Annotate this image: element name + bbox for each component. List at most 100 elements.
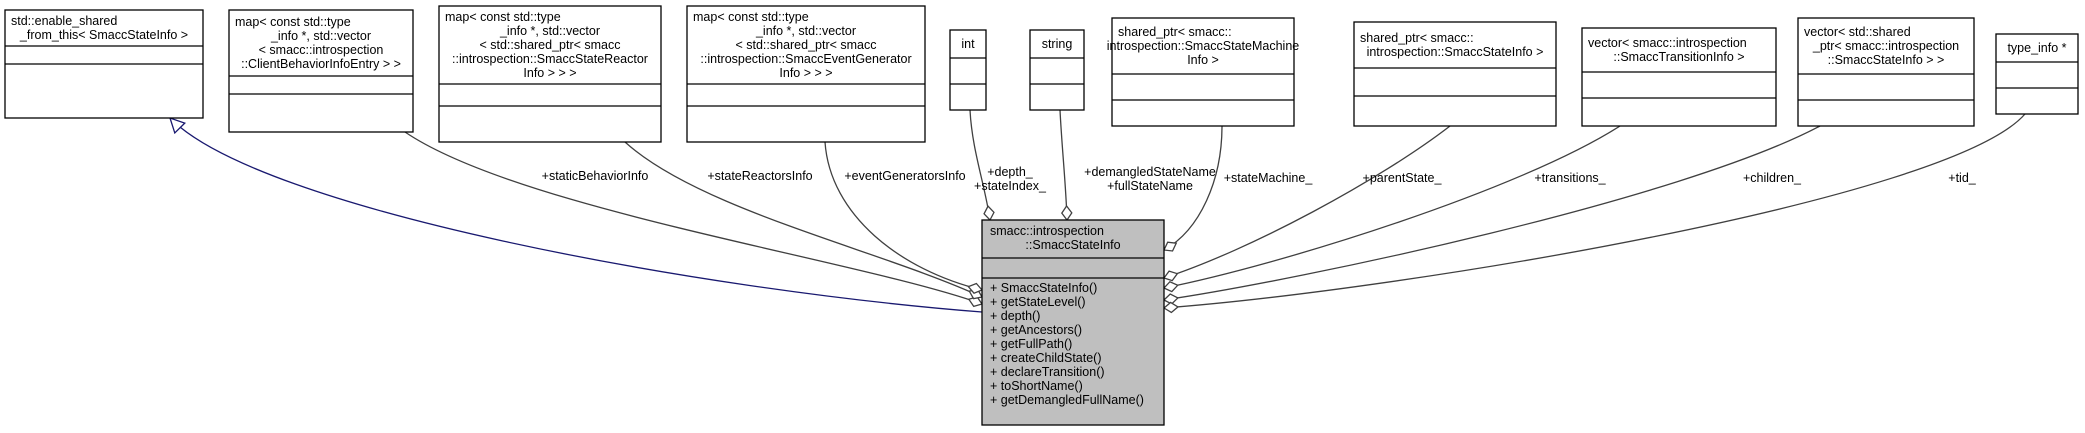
- class-name-line: < smacc::introspection: [259, 43, 384, 57]
- edge-label: +tid_: [1948, 171, 1977, 185]
- class-box-string: string: [1029, 29, 1085, 111]
- class-name-line: < std::shared_ptr< smacc: [479, 38, 620, 52]
- class-box-frame: [438, 5, 662, 143]
- aggregation-diamond: [1162, 270, 1179, 282]
- class-box-tid: type_info *: [1995, 33, 2079, 115]
- class-name-line: int: [961, 37, 975, 51]
- edge-label: +transitions_: [1534, 171, 1606, 185]
- aggregation-edge: [824, 141, 983, 291]
- method-item: + getFullPath(): [990, 337, 1072, 351]
- aggregation-edge: [404, 131, 983, 305]
- class-box-event_generators: map< const std::type_info *, std::vector…: [686, 5, 926, 143]
- aggregation-diamond: [1162, 293, 1179, 305]
- class-name-line: map< const std::type: [235, 15, 351, 29]
- edge-event_generators: [824, 141, 984, 294]
- class-name-line: Info > > >: [779, 66, 832, 80]
- inheritance-edge: [169, 117, 983, 313]
- class-box-main: smacc::introspection::SmaccStateInfo+ Sm…: [981, 219, 1165, 426]
- aggregation-edge: [624, 141, 983, 298]
- class-name-line: introspection::SmaccStateInfo >: [1367, 45, 1544, 59]
- edge-tid: [1162, 113, 2026, 314]
- class-name-line: shared_ptr< smacc::: [1360, 31, 1474, 45]
- class-name-line: introspection::SmaccStateMachine: [1107, 39, 1300, 53]
- edge-label: +eventGeneratorsInfo: [844, 169, 965, 183]
- edge-string: [1059, 109, 1073, 222]
- class-name-line: vector< std::shared: [1804, 25, 1911, 39]
- edge-transitions: [1162, 125, 1621, 293]
- method-item: + SmaccStateInfo(): [990, 281, 1097, 295]
- edge-label: +stateReactorsInfo: [707, 169, 812, 183]
- class-box-static_behavior: map< const std::type_info *, std::vector…: [228, 9, 414, 133]
- edges-layer: [168, 109, 2026, 314]
- class-box-frame: [1581, 27, 1777, 127]
- class-box-enable_shared: std::enable_shared_from_this< SmaccState…: [4, 9, 204, 119]
- edge-state_machine: [1163, 125, 1223, 252]
- method-item: + declareTransition(): [990, 365, 1105, 379]
- aggregation-diamond: [983, 205, 995, 222]
- class-box-frame: [949, 29, 987, 111]
- class-name-line: map< const std::type: [693, 10, 809, 24]
- aggregation-edge: [1163, 113, 2026, 309]
- class-name-line: _from_this< SmaccStateInfo >: [19, 28, 188, 42]
- edge-label: +stateMachine_: [1224, 171, 1314, 185]
- edge-label: +children_: [1743, 171, 1802, 185]
- class-box-frame: [1995, 33, 2079, 115]
- class-name-line: shared_ptr< smacc::: [1118, 25, 1232, 39]
- class-name-line: smacc::introspection: [990, 224, 1104, 238]
- class-name-line: ::ClientBehaviorInfoEntry > >: [241, 57, 401, 71]
- class-name-line: < std::shared_ptr< smacc: [735, 38, 876, 52]
- inheritance-arrowhead: [168, 116, 187, 135]
- class-name-line: type_info *: [2007, 41, 2066, 55]
- edge-parent_state: [1162, 125, 1451, 282]
- class-box-frame: [1029, 29, 1085, 111]
- class-name-line: _info *, std::vector: [755, 24, 856, 38]
- class-name-line: vector< smacc::introspection: [1588, 36, 1747, 50]
- method-item: + toShortName(): [990, 379, 1083, 393]
- class-box-frame: [686, 5, 926, 143]
- edge-label: +demangledStateName: [1084, 165, 1216, 179]
- class-name-line: Info >: [1187, 53, 1219, 67]
- class-name-line: ::introspection::SmaccStateReactor: [452, 52, 648, 66]
- aggregation-edge: [1163, 125, 1621, 289]
- class-name-line: map< const std::type: [445, 10, 561, 24]
- class-box-int: int: [949, 29, 987, 111]
- edge-enable_shared: [168, 116, 983, 313]
- class-name-line: ::introspection::SmaccEventGenerator: [700, 52, 911, 66]
- class-name-line: _ptr< smacc::introspection: [1812, 39, 1959, 53]
- aggregation-diamond: [1162, 280, 1179, 293]
- class-name-line: _info *, std::vector: [270, 29, 371, 43]
- method-item: + getStateLevel(): [990, 295, 1086, 309]
- class-name-line: _info *, std::vector: [499, 24, 600, 38]
- method-item: + createChildState(): [990, 351, 1102, 365]
- edge-label: +parentState_: [1363, 171, 1443, 185]
- edge-int: [969, 109, 995, 222]
- class-box-frame: [228, 9, 414, 133]
- class-box-state_reactors: map< const std::type_info *, std::vector…: [438, 5, 662, 143]
- aggregation-diamond: [1061, 204, 1073, 222]
- class-box-frame: [1111, 17, 1295, 127]
- class-box-transitions: vector< smacc::introspection::SmaccTrans…: [1581, 27, 1777, 127]
- aggregation-edge: [1163, 125, 1451, 279]
- class-name-line: ::SmaccStateInfo: [1025, 238, 1120, 252]
- class-box-frame: [1797, 17, 1975, 127]
- class-name-line: std::enable_shared: [11, 14, 117, 28]
- method-item: + getDemangledFullName(): [990, 393, 1144, 407]
- boxes-layer: smacc::introspection::SmaccStateInfo+ Sm…: [4, 5, 2079, 426]
- aggregation-edge: [1163, 125, 1223, 251]
- aggregation-diamond: [1163, 241, 1178, 252]
- edge-label: +staticBehaviorInfo: [542, 169, 649, 183]
- class-name-line: string: [1042, 37, 1073, 51]
- aggregation-diamond: [1162, 301, 1180, 314]
- edge-children: [1162, 125, 1821, 305]
- aggregation-diamond: [967, 296, 984, 308]
- aggregation-edge: [1163, 125, 1821, 301]
- edge-labels-layer: +staticBehaviorInfo +stateReactorsInfo +ev…: [542, 165, 1977, 193]
- edge-state_reactors: [624, 141, 984, 300]
- edge-label: +depth_: [987, 165, 1034, 179]
- class-name-line: ::SmaccStateInfo > >: [1828, 53, 1945, 67]
- method-item: + getAncestors(): [990, 323, 1082, 337]
- class-box-parent_state: shared_ptr< smacc::introspection::SmaccS…: [1353, 21, 1557, 127]
- method-item: + depth(): [990, 309, 1040, 323]
- class-box-frame: [1353, 21, 1557, 127]
